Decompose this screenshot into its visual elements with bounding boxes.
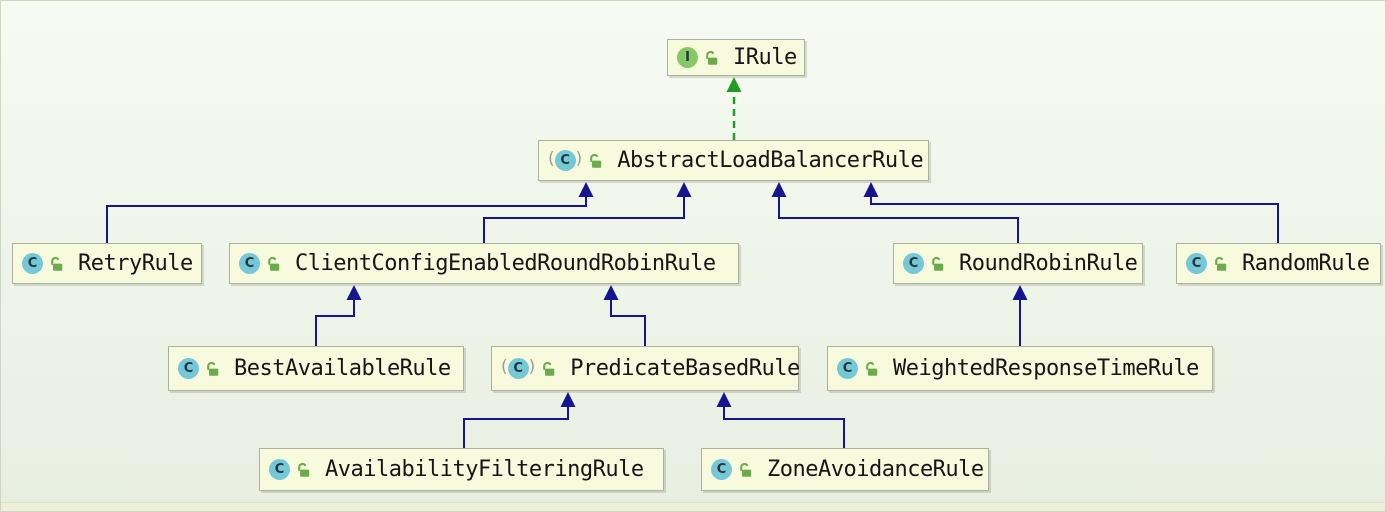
extends-arrowhead-icon: [1012, 285, 1028, 300]
class-node-AbstractLoadBalancerRule[interactable]: (C) AbstractLoadBalancerRule: [538, 140, 929, 181]
edge-WeightedResponseTimeRule-extends-RoundRobinRule[interactable]: [1012, 285, 1028, 346]
lock-open-icon: [51, 256, 63, 271]
lock-open-icon: [543, 361, 555, 376]
edge-ClientConfigEnabledRoundRobinRule-extends-AbstractLoadBalancerRule[interactable]: [483, 182, 692, 243]
lock-open-icon: [1215, 256, 1227, 271]
edge-PredicateBasedRule-extends-ClientConfigEnabledRoundRobinRule[interactable]: [603, 285, 646, 346]
class-name-label: RandomRule: [1242, 251, 1370, 276]
extends-arrowhead-icon: [716, 392, 732, 407]
class-icon: C: [178, 358, 199, 379]
class-icon: C: [837, 358, 858, 379]
class-node-AvailabilityFilteringRule[interactable]: C AvailabilityFilteringRule: [259, 448, 664, 491]
class-name-label: PredicateBasedRule: [570, 356, 800, 381]
lock-open-icon: [866, 361, 878, 376]
class-icon-glyph: C: [239, 253, 260, 274]
class-icon: C: [269, 459, 290, 480]
abstract-class-icon-glyph: C: [507, 358, 529, 379]
class-icon-glyph: C: [1186, 253, 1207, 274]
lock-open-icon: [207, 361, 219, 376]
class-name-label: ZoneAvoidanceRule: [767, 457, 984, 482]
abstract-class-icon-glyph: C: [554, 150, 576, 171]
extends-arrowhead-icon: [771, 182, 787, 197]
class-icon-glyph: C: [269, 459, 290, 480]
class-node-ClientConfigEnabledRoundRobinRule[interactable]: C ClientConfigEnabledRoundRobinRule: [229, 243, 739, 284]
class-icon-glyph: C: [711, 459, 732, 480]
edge-AvailabilityFilteringRule-extends-PredicateBasedRule[interactable]: [463, 392, 576, 448]
extends-arrowhead-icon: [346, 285, 362, 300]
class-icon: C: [903, 253, 924, 274]
class-icon-glyph: C: [178, 358, 199, 379]
class-icon: C: [22, 253, 43, 274]
implements-arrowhead-icon: [726, 77, 742, 92]
class-name-label: RetryRule: [78, 251, 193, 276]
edge-RoundRobinRule-extends-AbstractLoadBalancerRule[interactable]: [771, 182, 1019, 243]
class-node-RetryRule[interactable]: C RetryRule: [12, 243, 202, 284]
class-icon-glyph: C: [22, 253, 43, 274]
extends-arrowhead-icon: [863, 182, 879, 197]
class-icon: C: [1186, 253, 1207, 274]
class-icon-glyph: C: [903, 253, 924, 274]
class-name-label: IRule: [733, 45, 797, 70]
class-name-label: RoundRobinRule: [959, 251, 1138, 276]
edge-BestAvailableRule-extends-ClientConfigEnabledRoundRobinRule[interactable]: [315, 285, 362, 346]
lock-open-icon: [740, 462, 752, 477]
edge-RetryRule-extends-AbstractLoadBalancerRule[interactable]: [106, 182, 594, 243]
class-node-BestAvailableRule[interactable]: C BestAvailableRule: [168, 346, 464, 391]
abstract-class-icon: (C): [548, 149, 583, 171]
class-node-ZoneAvoidanceRule[interactable]: C ZoneAvoidanceRule: [701, 448, 989, 491]
class-name-label: BestAvailableRule: [234, 356, 451, 381]
lock-open-icon: [268, 256, 280, 271]
lock-open-icon: [932, 256, 944, 271]
abstract-class-icon: (C): [501, 357, 536, 379]
canvas-bottom-edge: [1, 502, 1385, 511]
lock-open-icon: [298, 462, 310, 477]
class-node-WeightedResponseTimeRule[interactable]: C WeightedResponseTimeRule: [827, 346, 1213, 391]
class-node-RandomRule[interactable]: C RandomRule: [1176, 243, 1381, 284]
class-icon: C: [711, 459, 732, 480]
class-name-label: AvailabilityFilteringRule: [325, 457, 644, 482]
class-node-RoundRobinRule[interactable]: C RoundRobinRule: [893, 243, 1143, 284]
lock-open-icon: [590, 153, 602, 168]
class-name-label: ClientConfigEnabledRoundRobinRule: [295, 251, 716, 276]
edge-AbstractLoadBalancerRule-implements-IRule[interactable]: [726, 77, 742, 140]
class-name-label: AbstractLoadBalancerRule: [617, 148, 924, 173]
interface-icon-glyph: I: [677, 47, 698, 68]
extends-arrowhead-icon: [560, 392, 576, 407]
extends-arrowhead-icon: [603, 285, 619, 300]
edge-ZoneAvoidanceRule-extends-PredicateBasedRule[interactable]: [716, 392, 845, 448]
class-icon: C: [239, 253, 260, 274]
lock-open-icon: [706, 50, 718, 65]
class-node-PredicateBasedRule[interactable]: (C) PredicateBasedRule: [491, 346, 800, 391]
extends-arrowhead-icon: [676, 182, 692, 197]
class-node-IRule[interactable]: I IRule: [667, 39, 805, 76]
interface-icon: I: [677, 47, 698, 68]
edge-RandomRule-extends-AbstractLoadBalancerRule[interactable]: [863, 182, 1279, 243]
extends-arrowhead-icon: [578, 182, 594, 197]
class-icon-glyph: C: [837, 358, 858, 379]
class-name-label: WeightedResponseTimeRule: [893, 356, 1199, 381]
